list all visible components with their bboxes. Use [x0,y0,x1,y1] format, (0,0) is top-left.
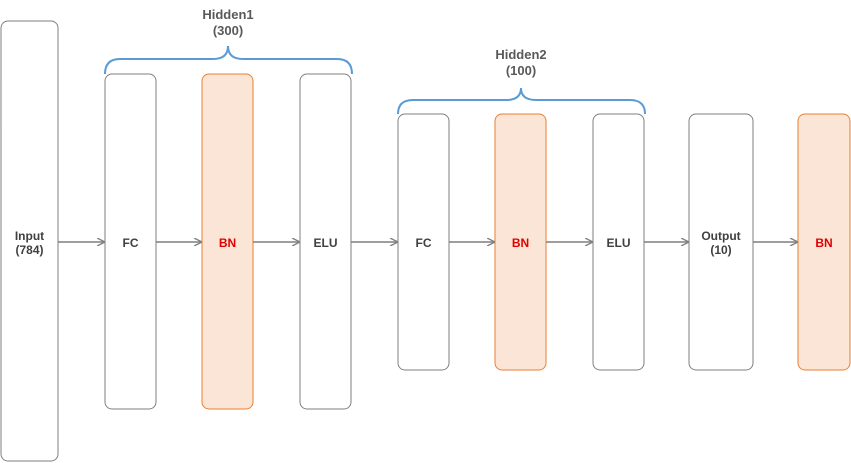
input-box [0,20,59,462]
input-size: (784) [15,243,43,257]
hidden1-size: (300) [213,23,243,38]
hidden1-brace [104,45,353,75]
fc2-label: FC [416,236,432,250]
elu2-label: ELU [607,236,631,250]
hidden2-size: (100) [506,63,536,78]
hidden2-brace [397,87,646,115]
elu1-label: ELU [314,236,338,250]
input-label: Input [15,229,44,243]
hidden1-title: Hidden1 [202,7,253,22]
bn3-label: BN [815,236,832,250]
bn2-label: BN [512,236,529,250]
output-label: Output [701,229,740,243]
output-size: (10) [710,243,731,257]
fc1-label: FC [123,236,139,250]
bn1-label: BN [219,236,236,250]
hidden2-title: Hidden2 [495,47,546,62]
bn3-box [797,113,851,371]
